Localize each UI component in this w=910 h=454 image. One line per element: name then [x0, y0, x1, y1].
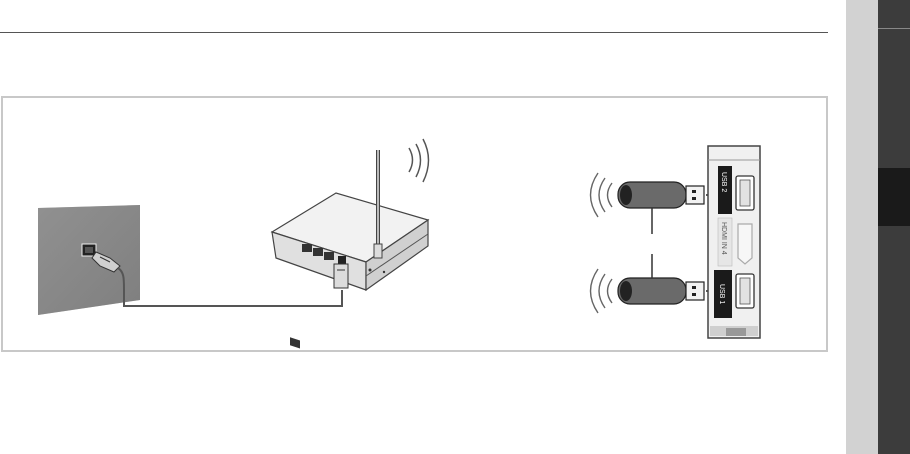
adapter-waves-top-icon	[591, 173, 613, 217]
usb1-port-label: USB 1	[718, 284, 725, 304]
wireless-waves-icon	[409, 139, 429, 182]
hdmi-port-icon	[738, 224, 752, 264]
usb-port-icon	[736, 176, 754, 210]
wireless-router-icon	[272, 150, 428, 348]
usb-port-icon	[736, 274, 754, 308]
lan-cable	[118, 268, 342, 306]
usb-wireless-adapter-icon	[618, 278, 704, 304]
usb-wireless-adapter-icon	[618, 182, 704, 208]
adapter-waves-bottom-icon	[591, 269, 613, 313]
usb2-port-label: USB 2	[720, 172, 727, 192]
lan-plug-router-icon	[334, 264, 348, 288]
hdmi-port-label: HDMI IN 4	[720, 222, 727, 255]
